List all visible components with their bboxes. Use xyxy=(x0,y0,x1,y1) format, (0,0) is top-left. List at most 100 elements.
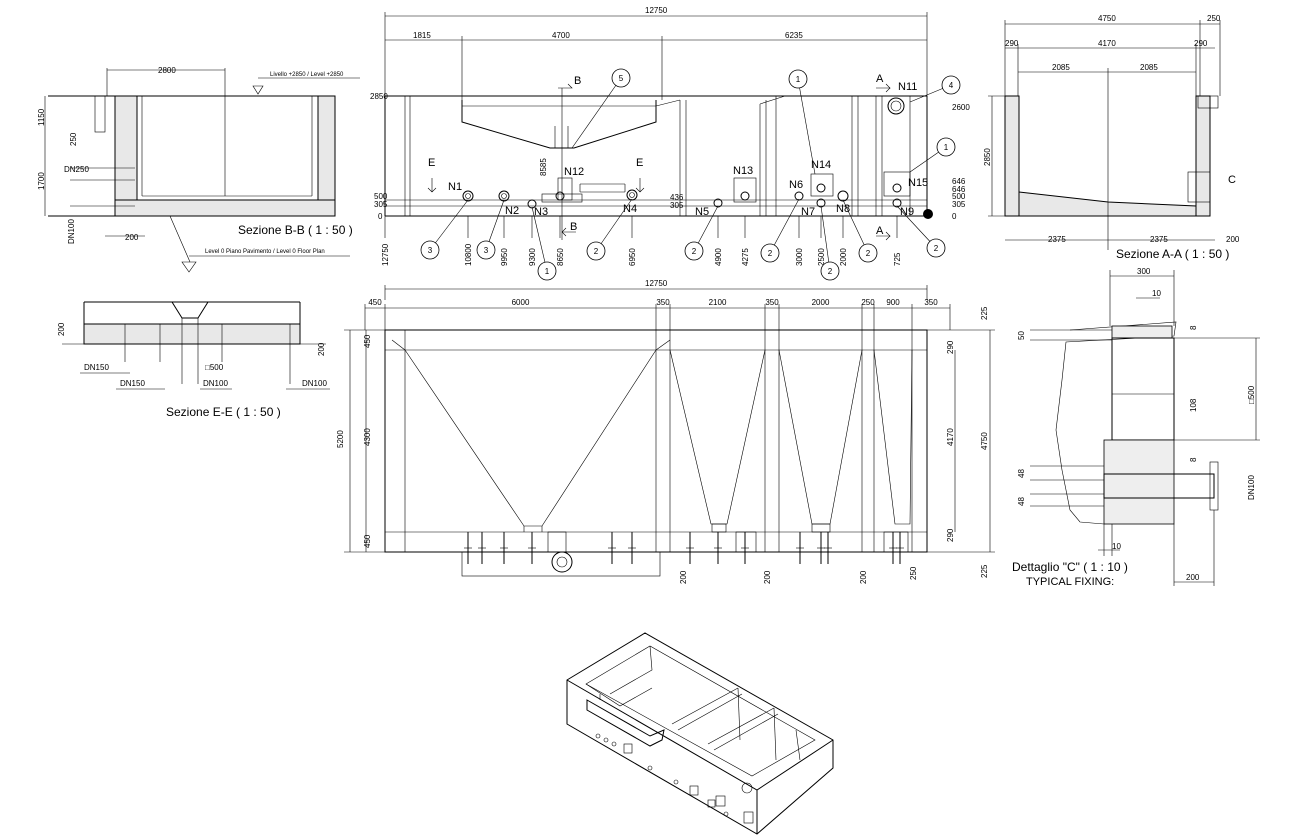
aa-detail-c-mark: C xyxy=(1228,174,1236,186)
callout-number: 5 xyxy=(619,74,624,83)
aa-dim-200: 200 xyxy=(1226,235,1240,244)
callout-number: 2 xyxy=(934,244,939,253)
elev-r646a: 646 xyxy=(952,177,966,186)
elev-s3: 6235 xyxy=(785,31,803,40)
elev-lv0: 0 xyxy=(378,212,383,221)
aa-dim-290r: 290 xyxy=(1194,39,1208,48)
detail-dn100: DN100 xyxy=(1247,475,1256,500)
detail-subtitle: TYPICAL FIXING: xyxy=(1026,576,1114,588)
nozzle-label-n1: N1 xyxy=(448,181,462,193)
detail-title: Dettaglio "C" ( 1 : 10 ) xyxy=(1012,560,1128,574)
elev-lv2850: 2850 xyxy=(370,92,388,101)
callout-bubble xyxy=(788,69,808,89)
bb-level-floor: Level 0 Piano Pavimento / Level 0 Floor … xyxy=(205,249,325,255)
detail-dim-200: 200 xyxy=(1186,573,1200,582)
elev-r0: 0 xyxy=(952,212,957,221)
callout-number: 3 xyxy=(484,246,489,255)
elev-bottom-dim-6950: 6950 xyxy=(628,248,637,266)
section-ee: 200 200 DN150 DN150 □500 DN100 DN100 Sez… xyxy=(57,301,330,419)
elev-bottom-dim-725: 725 xyxy=(893,252,902,266)
section-mark-b-top: B xyxy=(574,75,581,87)
main-elevation: 12750 1815 4700 6235 xyxy=(370,6,970,281)
plan-dim-225a: 225 xyxy=(980,306,989,320)
aa-dim-250: 250 xyxy=(1207,14,1221,23)
plan-bot-200c: 200 xyxy=(859,570,868,584)
callout-number: 3 xyxy=(428,246,433,255)
bb-dim-200: 200 xyxy=(125,233,139,242)
elev-bottom-dim-12750: 12750 xyxy=(381,243,390,266)
nozzle-label-n3: N3 xyxy=(534,206,548,218)
callout-number: 4 xyxy=(949,81,954,90)
elev-bottom-dim-9950: 9950 xyxy=(500,248,509,266)
bb-dim-width: 2800 xyxy=(158,66,176,75)
callout-bubble xyxy=(760,243,780,263)
elev-total: 12750 xyxy=(645,6,668,15)
callout-bubble xyxy=(586,241,606,261)
elev-r646b: 646 xyxy=(952,185,966,194)
callout-number: 2 xyxy=(692,247,697,256)
aa-dim-2375l: 2375 xyxy=(1048,235,1066,244)
elev-r305: 305 xyxy=(952,200,966,209)
ee-dim-200b: 200 xyxy=(317,342,326,356)
plan-bot-200b: 200 xyxy=(763,570,772,584)
ee-dn100b: DN100 xyxy=(302,379,327,388)
nozzle-label-n11: N11 xyxy=(898,81,917,93)
callout-number: 1 xyxy=(796,75,801,84)
section-bb: 2800 1150 1700 250 DN250 DN100 200 Livel… xyxy=(37,66,360,273)
elev-bottom-dim-2500: 2500 xyxy=(817,248,826,266)
nozzle-label-n9: N9 xyxy=(900,206,914,218)
elev-s1: 1815 xyxy=(413,31,431,40)
aa-dim-2850: 2850 xyxy=(983,148,992,166)
callout-bubble xyxy=(936,137,956,157)
nozzle-label-n8: N8 xyxy=(836,203,850,215)
plan-top-dim: 350 xyxy=(924,298,938,307)
callout-bubble xyxy=(684,241,704,261)
plan-top-dim: 2000 xyxy=(812,298,830,307)
ee-dn150a: DN150 xyxy=(84,363,109,372)
callout-bubble xyxy=(820,261,840,281)
bb-dim-1700: 1700 xyxy=(37,172,46,190)
elev-s2: 4700 xyxy=(552,31,570,40)
aa-dim-2085r: 2085 xyxy=(1140,63,1158,72)
detail-dim-8a: 8 xyxy=(1189,325,1198,330)
aa-dim-4750: 4750 xyxy=(1098,14,1116,23)
callout-bubble xyxy=(941,75,961,95)
ee-dn100a: DN100 xyxy=(203,379,228,388)
aa-dim-2085l: 2085 xyxy=(1052,63,1070,72)
callout-bubble xyxy=(926,238,946,258)
plan-bot-250: 250 xyxy=(909,566,918,580)
elev-bottom-dim-9300: 9300 xyxy=(528,248,537,266)
plan-top-dim: 2100 xyxy=(709,298,727,307)
nozzle-label-n15: N15 xyxy=(908,177,928,189)
callout-number: 2 xyxy=(768,249,773,258)
plan-dim-4170: 4170 xyxy=(946,428,955,446)
callout-bubble xyxy=(611,68,631,88)
aa-dim-2375r: 2375 xyxy=(1150,235,1168,244)
callout-number: 2 xyxy=(828,267,833,276)
detail-dim-50: 50 xyxy=(1017,331,1026,340)
elev-bottom-dim-4900: 4900 xyxy=(714,248,723,266)
detail-dim-300: 300 xyxy=(1137,267,1151,276)
plan-top-total: 12750 xyxy=(645,279,668,288)
elev-r500: 500 xyxy=(952,192,966,201)
detail-dim-108: 108 xyxy=(1189,398,1198,412)
nozzle-label-n6: N6 xyxy=(789,179,803,191)
plan-top-dim: 6000 xyxy=(512,298,530,307)
bb-dn100: DN100 xyxy=(67,219,76,244)
plan-dim-290a: 290 xyxy=(946,340,955,354)
detail-dim-10a: 10 xyxy=(1152,289,1161,298)
plan-top-dim: 350 xyxy=(656,298,670,307)
detail-dim-48a: 48 xyxy=(1017,469,1026,478)
bb-dim-1150: 1150 xyxy=(37,108,46,126)
nozzle-label-n4: N4 xyxy=(623,203,637,215)
ee-sq500: □500 xyxy=(205,363,224,372)
nozzle-label-n13: N13 xyxy=(733,165,753,177)
plan-dim-4300: 4300 xyxy=(363,428,372,446)
section-mark-e-right: E xyxy=(636,157,643,169)
elev-lv500: 500 xyxy=(374,192,388,201)
elev-8585: 8585 xyxy=(539,158,548,176)
elev-lv305: 305 xyxy=(374,200,388,209)
plan-top-dim: 250 xyxy=(861,298,875,307)
